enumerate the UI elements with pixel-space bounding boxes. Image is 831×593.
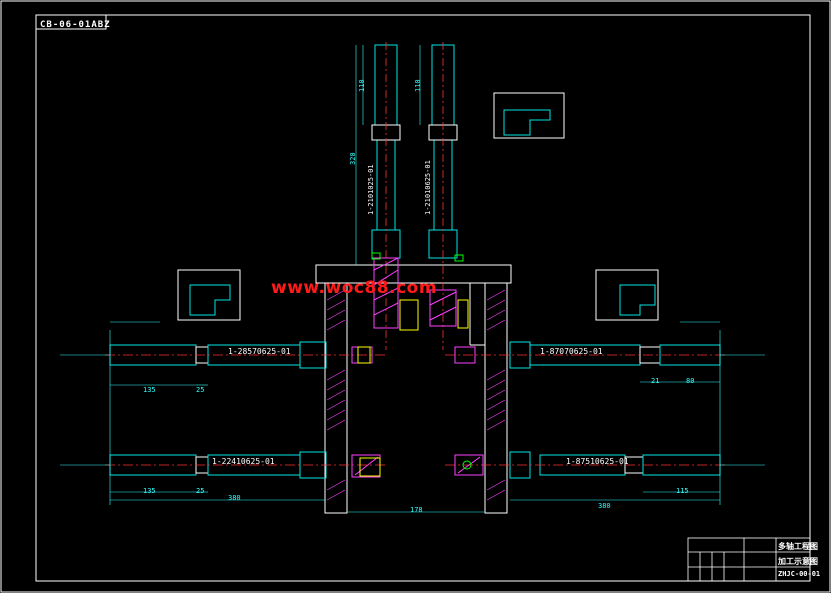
detail-view-top-right	[493, 92, 565, 139]
main-body	[315, 264, 512, 514]
column-hatching	[326, 289, 506, 501]
shaft-label-right-lower: 1-87510625-01	[566, 457, 629, 466]
dim-right-115: 115	[676, 487, 689, 495]
dim-right-total: 380	[598, 502, 611, 510]
frame-tag-box	[35, 14, 107, 30]
dim-left-135a: 135	[143, 386, 156, 394]
dim-vert-320: 320	[349, 152, 357, 165]
detail-view-left	[177, 269, 241, 321]
shaft-label-top-left: 1-2101025-01	[367, 164, 375, 215]
side-gear-yellow	[357, 346, 381, 477]
shaft-label-top-right: 1-21010625-01	[424, 160, 432, 215]
title-block-line2: 加工示意图	[778, 557, 818, 566]
dim-right-80: 80	[686, 377, 695, 385]
vertical-shafts	[371, 44, 458, 259]
title-block-line1: 多轴工程图	[778, 542, 818, 551]
dim-left-25b: 25	[196, 487, 205, 495]
frame-tag-label: CB-06-01ABZ	[40, 20, 111, 30]
dim-center-178: 178	[410, 506, 423, 514]
leader-lines	[60, 321, 765, 466]
dim-left-total: 380	[228, 494, 241, 502]
dim-left-25a: 25	[196, 386, 205, 394]
horizontal-centerlines	[105, 354, 725, 466]
drawing-inner-frame	[35, 14, 811, 582]
dimension-lines	[109, 330, 721, 513]
shaft-label-right-upper: 1-87070625-01	[540, 347, 603, 356]
title-block	[687, 537, 811, 582]
site-watermark: www.woc88.com	[271, 278, 438, 298]
top-gear-yellow	[399, 299, 469, 331]
dim-vert-110b: 110	[414, 79, 422, 92]
detail-view-right	[595, 269, 659, 321]
green-markers	[371, 252, 472, 470]
shaft-label-left-upper: 1-28570625-01	[228, 347, 291, 356]
dim-left-135b: 135	[143, 487, 156, 495]
dim-right-21: 21	[651, 377, 660, 385]
vertical-dimensions	[355, 45, 421, 265]
top-gears	[373, 257, 457, 329]
title-block-drawing-no: ZHJC-00-01	[778, 570, 821, 578]
shaft-label-left-lower: 1-22410625-01	[212, 457, 275, 466]
dim-vert-110a: 110	[358, 79, 366, 92]
